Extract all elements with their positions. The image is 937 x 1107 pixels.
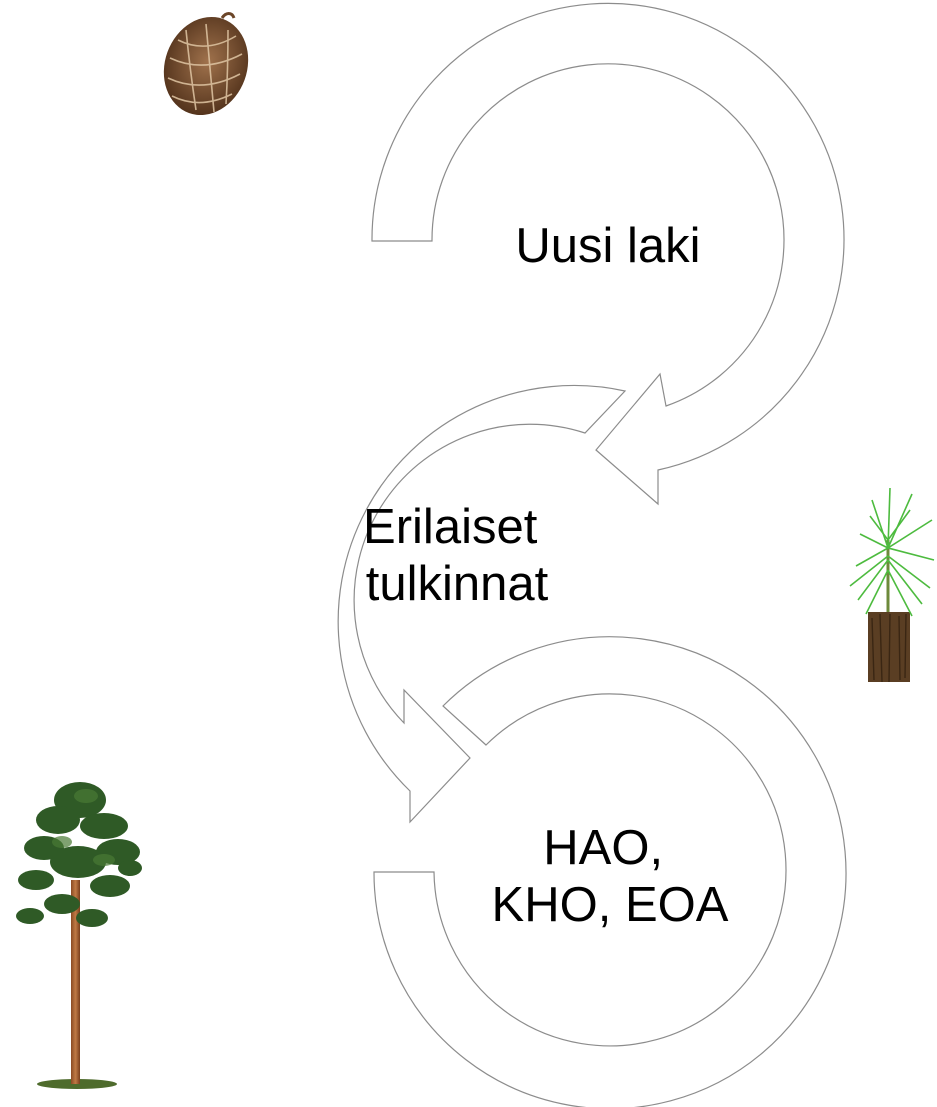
pine-seedling-icon [849,487,935,683]
step-2-line-1: Erilaiset [363,500,538,554]
step-3-line-2: KHO, EOA [492,878,729,932]
cycle-arrow-2 [337,384,627,824]
step-2-line-2: tulkinnat [366,557,549,611]
step-1-line-1: Uusi laki [515,219,700,273]
step-2-label: Erilaiset tulkinnat [363,500,551,611]
step-1-label: Uusi laki [515,219,700,273]
step-3-line-1: HAO, [543,821,663,875]
step-3-label: HAO, KHO, EOA [492,821,729,932]
pine-cone-icon [163,12,249,116]
pine-tree-icon [16,782,142,1089]
cycle-arrow-1 [371,2,845,506]
cycle-arrow-3 [373,636,847,1107]
